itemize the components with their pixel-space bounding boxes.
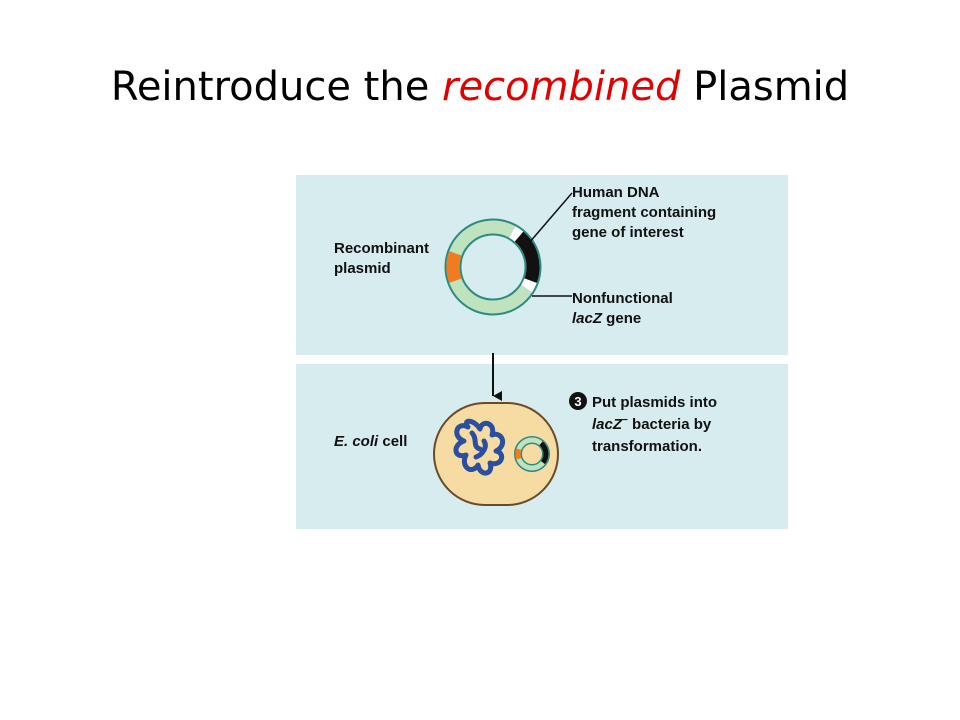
bacterial-chromosome [453, 418, 506, 476]
top-panel [296, 175, 788, 355]
title-emphasis: recombined [442, 64, 681, 110]
slide-title: Reintroduce the recombined Plasmid [0, 64, 960, 110]
title-text-before: Reintroduce the [110, 64, 443, 110]
human-dna-segment [514, 231, 540, 283]
plasmid-label: Recombinant plasmid [334, 240, 433, 277]
plasmid-orange-segment [446, 251, 462, 283]
ecoli-cell-label: E. coli cell [334, 433, 407, 450]
small-plasmid [514, 436, 550, 472]
diagram-canvas: Recombinant plasmid Human DNA fragment c… [296, 175, 788, 529]
human-dna-callout: Human DNA fragment containing gene of in… [572, 184, 720, 241]
lacz-fragment-lower [521, 278, 537, 292]
step-number-badge [569, 392, 587, 410]
step-description: Put plasmids into lacZ− bacteria by tran… [592, 394, 721, 455]
recombinant-plasmid [444, 218, 542, 316]
step-number: 3 [574, 394, 581, 409]
ecoli-cell [433, 402, 559, 506]
lacz-callout: Nonfunctional lacZ gene [572, 290, 677, 327]
callout-line-human-dna [528, 192, 573, 244]
lacz-fragment-upper [509, 226, 524, 242]
title-text-after: Plasmid [680, 64, 850, 110]
plasmid-diagram: Recombinant plasmid Human DNA fragment c… [296, 175, 788, 529]
